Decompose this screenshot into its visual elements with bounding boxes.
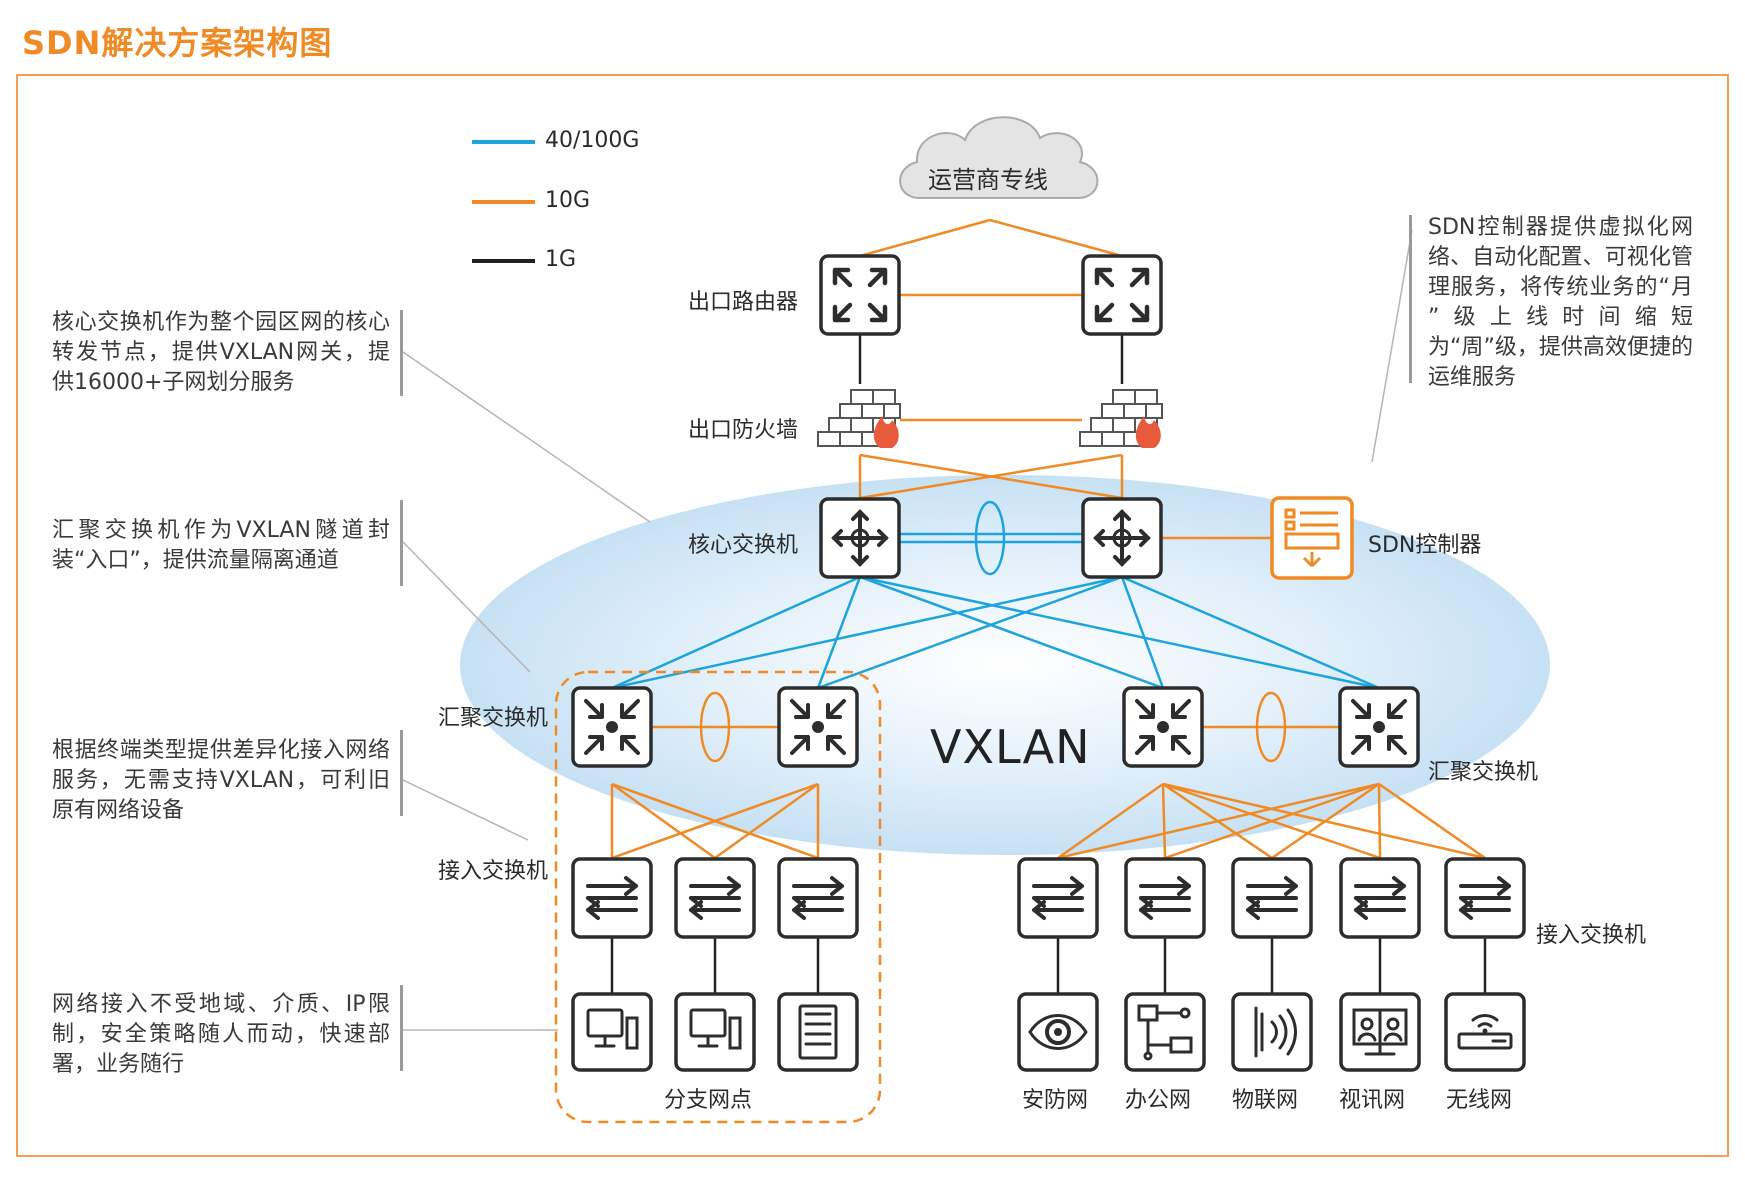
annotation-bars — [400, 215, 1412, 1071]
endpoints — [571, 992, 1526, 1072]
access-switch-icon — [1124, 857, 1206, 939]
diagram-frame — [16, 74, 1729, 1157]
wireless-ap-icon — [1444, 992, 1526, 1072]
lag-agg-right — [1255, 691, 1287, 763]
lag-agg-left — [699, 691, 731, 763]
aggregation-switch-icon — [777, 686, 859, 768]
agg-right-label: 汇聚交换机 — [1428, 760, 1539, 785]
sdn-controller-label: SDN控制器 — [1368, 533, 1482, 558]
legend-label-1g: 1G — [545, 247, 577, 272]
routers-label: 出口路由器 — [688, 290, 799, 315]
aggregation-switch-icon — [571, 686, 653, 768]
server-icon — [777, 992, 859, 1072]
legend-label-100g: 40/100G — [545, 128, 640, 153]
lag-core — [974, 500, 1006, 576]
access-switch-icon — [1231, 857, 1313, 939]
firewall-icon — [817, 389, 901, 448]
router-icon — [819, 254, 901, 336]
iot-icon — [1231, 992, 1313, 1072]
page-title: SDN解决方案架构图 — [22, 24, 333, 62]
access-right-label: 接入交换机 — [1536, 923, 1647, 948]
access-switch-icon — [1444, 857, 1526, 939]
aggregation-switch-icon — [1338, 686, 1420, 768]
aggregation-switch-icon — [1122, 686, 1204, 768]
access-switch-icon — [1017, 857, 1099, 939]
annotation-terminal: 网络接入不受地域、介质、IP限制，安全策略随人而动，快速部署，业务随行 — [52, 992, 390, 1077]
annotation-sdn: SDN控制器提供虚拟化网络、自动化配置、可视化管理服务，将传统业务的“月 ”级上… — [1428, 215, 1693, 390]
annotation-core: 核心交换机作为整个园区网的核心转发节点，提供VXLAN网关，提供16000+子网… — [52, 310, 390, 395]
network-label: 安防网 — [1022, 1088, 1089, 1113]
sdn-controller-icon — [1270, 496, 1354, 580]
access-switch-icon — [777, 857, 859, 939]
annotation-aggregation: 汇聚交换机作为VXLAN隧道封装“入口”，提供流量隔离通道 — [52, 518, 390, 573]
access-switch-icon — [1339, 857, 1421, 939]
vxlan-label: VXLAN — [930, 720, 1091, 774]
branch-label: 分支网点 — [664, 1088, 753, 1113]
branch-box — [554, 670, 882, 1124]
leader-lines — [402, 229, 1413, 1031]
core-switch-icon — [1081, 497, 1163, 579]
access-switch-icon — [571, 857, 653, 939]
firewall-icon — [1079, 389, 1163, 448]
core-switch-icon — [819, 497, 901, 579]
agg-left-label: 汇聚交换机 — [438, 706, 549, 731]
network-label: 物联网 — [1232, 1088, 1299, 1113]
network-label: 办公网 — [1125, 1088, 1192, 1113]
legend-label-10g: 10G — [545, 188, 591, 213]
access-switch-icon — [674, 857, 756, 939]
video-conference-icon — [1339, 992, 1421, 1072]
pc-icon — [571, 992, 653, 1072]
links-1g — [610, 334, 1487, 994]
network-label: 视讯网 — [1339, 1088, 1406, 1113]
pc-icon — [674, 992, 756, 1072]
network-label: 无线网 — [1446, 1088, 1513, 1113]
core-label: 核心交换机 — [688, 533, 799, 558]
router-icon — [1081, 254, 1163, 336]
office-network-icon — [1124, 992, 1206, 1072]
access-left-label: 接入交换机 — [438, 859, 549, 884]
annotation-access: 根据终端类型提供差异化接入网络服务，无需支持VXLAN，可利旧原有网络设备 — [52, 738, 390, 823]
eye-icon — [1017, 992, 1099, 1072]
cloud-label: 运营商专线 — [928, 166, 1048, 194]
links-10g — [610, 218, 1486, 860]
firewalls-label: 出口防火墙 — [688, 418, 799, 443]
cloud-icon — [899, 116, 1099, 199]
links-40-100g — [611, 532, 1380, 690]
access-switches — [571, 857, 1526, 939]
